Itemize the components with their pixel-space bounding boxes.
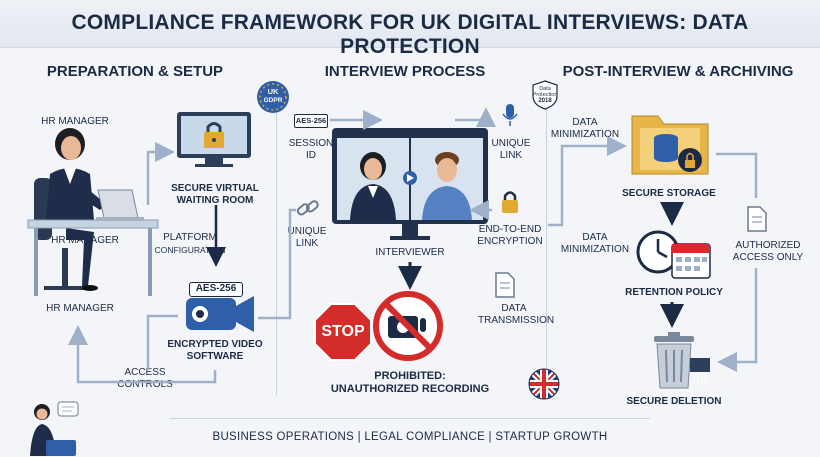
divider-left [276, 90, 277, 395]
retention-policy-label: RETENTION POLICY [625, 287, 723, 298]
data-min-label-b-1: DATA [582, 232, 608, 243]
dpa-label-1: Data [539, 86, 551, 92]
section-post-title: POST-INTERVIEW & ARCHIVING [562, 63, 794, 80]
authorized-access-label-1: AUTHORIZED [735, 240, 801, 251]
e2e-label-2: ENCRYPTION [477, 236, 543, 247]
data-protection-badge-icon [532, 80, 558, 110]
session-aes-badge: AES-256 [294, 114, 328, 128]
uk-gdpr-label-1: UK [267, 87, 279, 96]
dpa-label-3: 2018 [538, 98, 552, 104]
session-id-label-2: ID [306, 150, 316, 161]
hr-manager-label-3: HR MANAGER [46, 303, 114, 314]
unique-link-label-a-1: UNIQUE [491, 138, 531, 149]
secure-deletion-label: SECURE DELETION [626, 396, 722, 407]
unique-link-label-a-2: LINK [499, 150, 523, 161]
prohibited-label-1: PROHIBITED: [374, 370, 446, 382]
hr-manager-desk-illustration [27, 128, 159, 296]
microphone-icon [502, 104, 518, 126]
footer-tagline: BUSINESS OPERATIONS | LEGAL COMPLIANCE |… [212, 431, 608, 443]
stop-sign-icon [314, 303, 372, 361]
section-interview-title: INTERVIEW PROCESS [324, 63, 486, 80]
authorized-document-icon [747, 206, 767, 232]
hr-manager-label-1: HR MANAGER [41, 116, 109, 127]
uk-flag-icon [528, 368, 560, 400]
unique-link-label-b-2: LINK [295, 238, 319, 249]
waiting-room-label-1: SECURE VIRTUAL [171, 183, 259, 194]
aes-badge: AES-256 [189, 282, 243, 297]
secure-deletion-bin-icon [654, 332, 710, 389]
access-controls-label-1: ACCESS [124, 367, 166, 378]
page-title: COMPLIANCE FRAMEWORK FOR UK DIGITAL INTE… [71, 11, 749, 58]
data-transmission-label-1: DATA [501, 303, 527, 314]
document-icon [495, 272, 515, 298]
title-band [0, 0, 820, 48]
uk-gdpr-label-2: GDPR [263, 97, 283, 104]
platform-label-1: PLATFORM [163, 232, 217, 243]
data-min-label-a-1: DATA [572, 117, 598, 128]
unique-link-label-b-1: UNIQUE [287, 226, 327, 237]
secure-storage-folder-icon [631, 115, 709, 175]
encrypted-video-label-2: SOFTWARE [186, 351, 244, 362]
stop-sign-label: STOP [321, 323, 365, 340]
encrypted-video-camera-icon [186, 296, 254, 332]
encrypted-video-label-1: ENCRYPTED VIDEO [167, 339, 263, 350]
footer-divider [170, 418, 650, 419]
no-recording-icon [373, 291, 443, 361]
waiting-room-monitor-icon [177, 112, 251, 167]
platform-label-2: CONFIGURATION [154, 245, 226, 255]
hr-manager-label-2: HR MANAGER [51, 235, 119, 246]
secure-storage-label: SECURE STORAGE [622, 188, 716, 199]
data-transmission-label-2: TRANSMISSION [478, 315, 555, 326]
person-laptop-illustration [30, 401, 79, 456]
session-id-label-1: SESSION [288, 138, 334, 149]
data-min-label-a-2: MINIMIZATION [550, 129, 620, 140]
section-prep-title: PREPARATION & SETUP [46, 63, 224, 80]
data-min-label-b-2: MINIMIZATION [560, 244, 630, 255]
access-controls-label-2: CONTROLS [117, 379, 173, 390]
authorized-access-label-2: ACCESS ONLY [732, 252, 804, 263]
retention-clock-calendar-icon [636, 230, 711, 279]
waiting-room-label-2: WAITING ROOM [176, 195, 254, 206]
e2e-label-1: END-TO-END [478, 224, 542, 235]
divider-right [546, 90, 547, 395]
uk-gdpr-badge-icon [257, 81, 289, 113]
dpa-label-2: Protection [532, 92, 558, 98]
prohibited-label-2: UNAUTHORIZED RECORDING [330, 383, 490, 395]
end-to-end-lock-icon [502, 191, 518, 213]
interviewer-label: INTERVIEWER [375, 247, 445, 258]
link-chain-icon [296, 200, 319, 216]
